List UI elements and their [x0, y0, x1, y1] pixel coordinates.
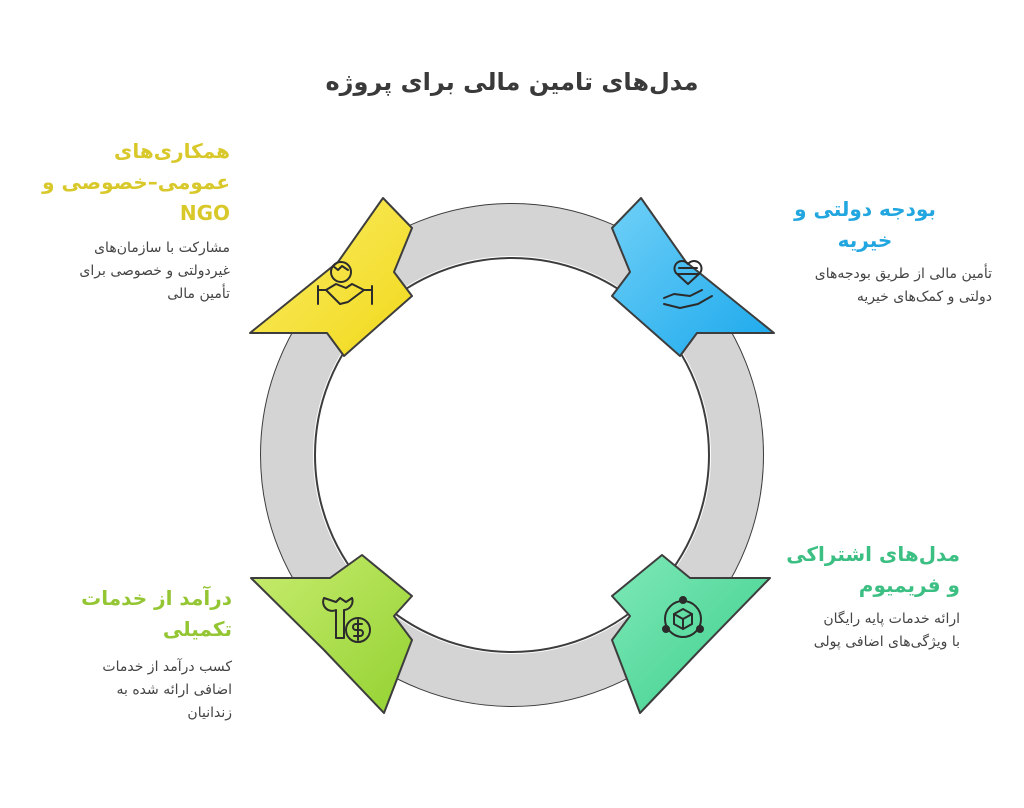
handshake-globe-icon	[317, 261, 373, 305]
cube-network-icon	[662, 596, 704, 638]
description-partnership-line-3: تأمین مالی	[167, 286, 230, 302]
segment-partnership	[249, 197, 413, 357]
description-services-line-3: زندانیان	[187, 705, 232, 721]
heading-services-line-1: درآمد از خدمات	[81, 586, 232, 610]
description-government-line-1: تأمین مالی از طریق بودجه‌های	[814, 266, 992, 282]
heading-subscription-line-2: و فریمیوم	[858, 573, 960, 597]
heading-services: درآمد از خدمات تکمیلی	[40, 583, 232, 645]
description-subscription: ارائه خدمات پایه رایگان با ویژگی‌های اضا…	[760, 608, 960, 654]
description-partnership: مشارکت با سازمان‌های غیردولتی و خصوصی بر…	[30, 237, 230, 306]
description-subscription-line-1: ارائه خدمات پایه رایگان	[823, 611, 960, 627]
heading-partnership-line-3: NGO	[179, 201, 230, 225]
heading-government-line-2: خیریه	[837, 228, 893, 252]
heading-services-line-2: تکمیلی	[162, 617, 232, 641]
heading-partnership: همکاری‌های عمومی–خصوصی و NGO	[30, 136, 230, 229]
description-government: تأمین مالی از طریق بودجه‌های دولتی و کمک…	[760, 263, 992, 309]
description-partnership-line-1: مشارکت با سازمان‌های	[94, 240, 230, 256]
heading-subscription-line-1: مدل‌های اشتراکی	[786, 542, 960, 566]
heading-government-line-1: بودجه دولتی و	[794, 197, 936, 221]
page-title: مدل‌های تامین مالی برای پروژه	[325, 68, 699, 96]
ring	[260, 203, 764, 707]
description-partnership-line-2: غیردولتی و خصوصی برای	[79, 263, 230, 279]
description-services-line-2: اضافی ارائه شده به	[116, 682, 232, 698]
heading-partnership-line-1: همکاری‌های	[114, 139, 230, 163]
description-services-line-1: کسب درآمد از خدمات	[102, 659, 232, 675]
heading-subscription: مدل‌های اشتراکی و فریمیوم	[760, 539, 960, 601]
heart-hand-icon	[663, 260, 713, 309]
description-services: کسب درآمد از خدمات اضافی ارائه شده به زن…	[40, 656, 232, 725]
heading-partnership-line-2: عمومی–خصوصی و	[42, 170, 230, 194]
heading-government: بودجه دولتی و خیریه	[770, 194, 960, 256]
segment-subscription	[611, 554, 771, 714]
segment-services	[250, 554, 413, 714]
wrench-dollar-icon	[322, 597, 371, 643]
description-subscription-line-2: با ویژگی‌های اضافی پولی	[813, 634, 960, 650]
description-government-line-2: دولتی و کمک‌های خیریه	[856, 289, 992, 305]
segment-government	[611, 197, 775, 357]
